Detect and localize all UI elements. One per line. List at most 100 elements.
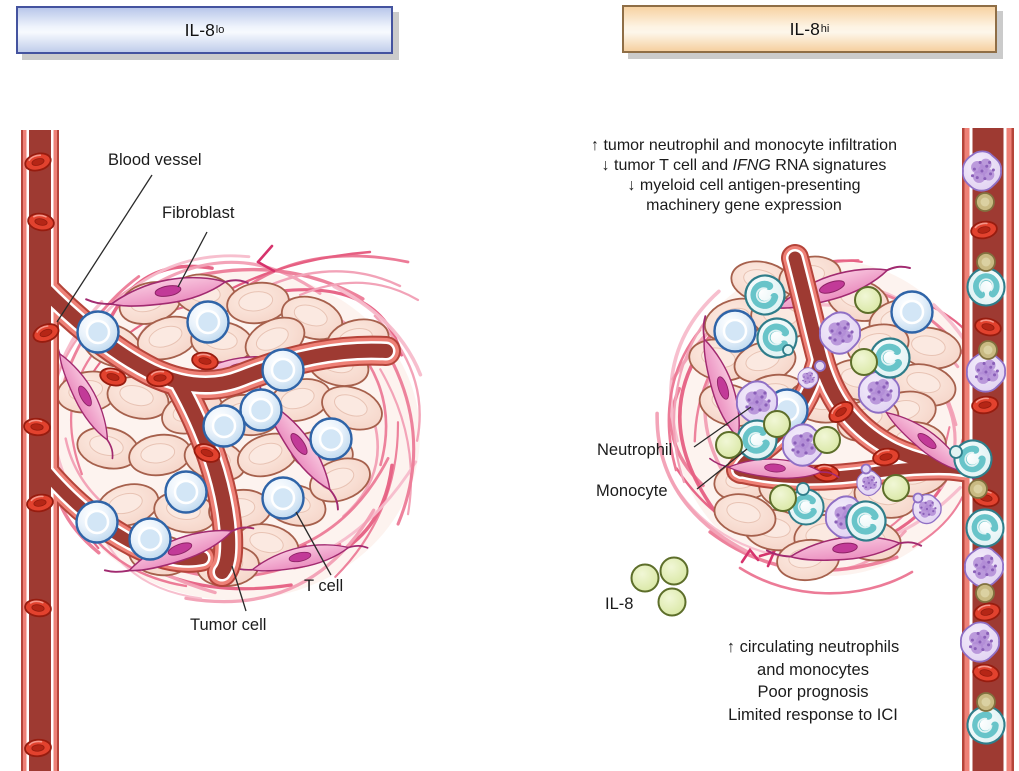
extravasating-bleb: [814, 360, 826, 372]
red-blood-cell-icon: [973, 602, 1001, 622]
leader-line: [231, 565, 247, 612]
red-blood-cell-icon: [971, 395, 999, 415]
finding-line-6: and monocytes: [757, 660, 869, 679]
red-blood-cell-icon: [27, 212, 55, 232]
monocyte-label: Monocyte: [596, 482, 668, 500]
monocyte-icon: [756, 317, 798, 359]
finding-line-7: Poor prognosis: [757, 683, 869, 701]
red-blood-cell-icon: [191, 351, 219, 371]
il8-molecule-icon: [715, 431, 743, 459]
monocyte-icon: [845, 500, 887, 542]
red-blood-cell-icon: [146, 368, 174, 388]
red-blood-cell-icon: [24, 152, 52, 172]
leader-line: [693, 406, 752, 448]
t-cell-icon: [309, 417, 353, 461]
red-blood-cell-icon: [32, 323, 60, 343]
finding-line-4: machinery gene expression: [646, 197, 842, 214]
red-blood-cell-icon: [972, 663, 1000, 683]
fibroblast-icon: [229, 544, 369, 572]
il8-molecule-icon: [769, 484, 797, 512]
monocyte-icon: [953, 439, 993, 479]
finding-line-1: ↑ tumor neutrophil and monocyte infiltra…: [591, 137, 897, 154]
monocyte-icon: [966, 267, 1006, 307]
t-cell-icon: [186, 300, 230, 344]
monocyte-icon: [787, 488, 825, 526]
extravasating-bleb: [860, 463, 872, 475]
il8-molecule-icon: [978, 340, 998, 360]
monocyte-icon: [966, 705, 1006, 745]
tumor-cell-icon: [713, 493, 777, 537]
il8-molecule-icon: [882, 474, 910, 502]
red-blood-cell-icon: [99, 367, 127, 387]
t-cell-icon: [76, 310, 120, 354]
red-blood-cell-icon: [872, 447, 900, 467]
ifng-gene-text: IFNG: [732, 157, 771, 174]
il8-hi-bottom-findings: ↑ circulating neutrophils and monocytes …: [658, 636, 968, 726]
neutrophil-icon: [797, 367, 819, 389]
neutrophil-icon: [963, 546, 1005, 588]
fibroblast-icon: [85, 276, 249, 307]
il8-molecule-icon: [657, 587, 687, 617]
il8-molecule-icon: [659, 556, 689, 586]
red-blood-cell-icon: [970, 220, 998, 240]
fibroblast-icon: [103, 526, 255, 573]
il8-molecule-icon: [854, 286, 882, 314]
il8-molecule-icon: [975, 583, 995, 603]
il8-molecule-icon: [813, 426, 841, 454]
blood-vessel-label: Blood vessel: [108, 151, 202, 169]
t-cell-label: T cell: [304, 577, 344, 595]
finding-line-2: ↓ tumor T cell and IFNG RNA signatures: [601, 157, 887, 174]
tumor-cell-icon: [76, 426, 140, 470]
t-cell-icon: [75, 500, 119, 544]
t-cell-icon: [202, 404, 246, 448]
il8-molecule-icon: [630, 563, 660, 593]
tumor-cell-icon: [226, 281, 290, 325]
tumor-cell-icon: [128, 433, 192, 477]
il8-molecule-icon: [975, 192, 995, 212]
fibroblast-icon: [765, 535, 923, 562]
il8-molecule-icon: [968, 479, 988, 499]
t-cell-icon: [239, 388, 283, 432]
neutrophil-icon: [856, 470, 882, 497]
t-cell-icon: [713, 309, 757, 353]
t-cell-icon: [890, 290, 934, 334]
leader-lines: [56, 174, 752, 612]
extravasating-bleb: [796, 482, 810, 496]
tumor-cell-icon: [136, 315, 200, 361]
tumor-cell-icon: [898, 326, 962, 370]
red-blood-cells: [23, 152, 1002, 758]
neutrophil-icon: [781, 423, 825, 467]
t-cell-icon: [261, 348, 305, 392]
red-blood-cell-icon: [974, 317, 1002, 337]
t-cell-icon: [128, 517, 172, 561]
immune-cells: [75, 150, 1007, 745]
red-blood-cell-icon: [26, 493, 54, 513]
neutrophil-icon: [965, 351, 1007, 393]
fibroblast-label: Fibroblast: [162, 204, 235, 222]
neutrophil-icon: [961, 150, 1003, 192]
il8-molecule-icon: [976, 252, 996, 272]
il8-hi-top-findings: ↑ tumor neutrophil and monocyte infiltra…: [538, 136, 950, 216]
monocyte-icon: [744, 274, 786, 316]
il8-lo-header-text: IL-8: [184, 19, 215, 40]
leader-line: [177, 231, 208, 288]
il8-molecule-icon: [850, 348, 878, 376]
extravasating-bleb: [912, 492, 924, 504]
t-cell-icon: [164, 470, 208, 514]
tumor-cell-label: Tumor cell: [190, 616, 267, 634]
fibroblast-icon: [55, 331, 114, 460]
blood-vessel-path: [171, 375, 236, 579]
monocyte-icon: [869, 337, 911, 379]
red-blood-cell-icon: [828, 401, 854, 423]
fibroblasts-front: [103, 393, 979, 573]
red-blood-cell-icon: [23, 417, 51, 437]
il8-molecule-icon: [763, 410, 791, 438]
leader-line: [56, 174, 153, 323]
t-cell-icon: [261, 476, 305, 520]
il8-hi-header-text: IL-8: [789, 18, 820, 39]
red-blood-cell-icon: [193, 443, 221, 463]
finding-line-5: ↑ circulating neutrophils: [726, 638, 900, 656]
leader-line: [295, 511, 332, 576]
